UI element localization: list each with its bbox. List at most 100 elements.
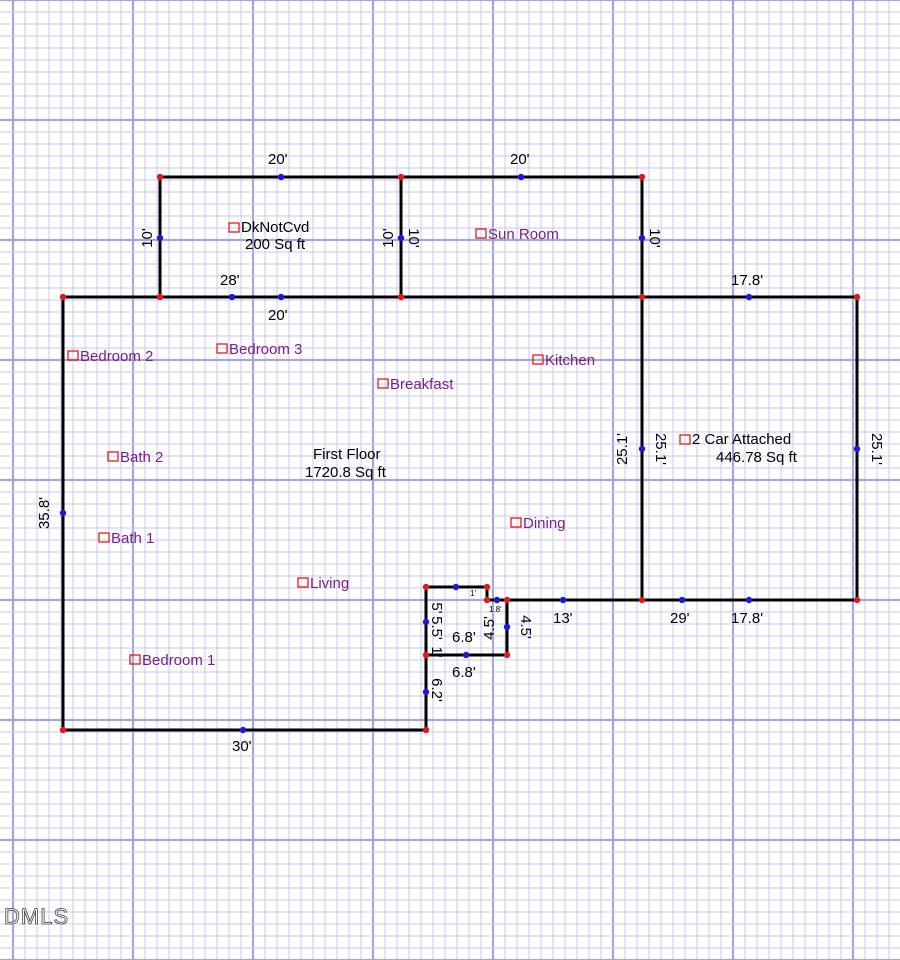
- midpoint-point: [853, 445, 861, 453]
- dim-label: 5.5': [428, 616, 445, 640]
- dim-label: 10': [646, 228, 663, 248]
- first-floor-name: First Floor: [313, 446, 381, 463]
- vertex-point: [483, 596, 491, 604]
- midpoint-point: [678, 596, 686, 604]
- midpoint-point: [277, 293, 285, 301]
- midpoint-point: [156, 234, 164, 242]
- dim-label: 20': [268, 307, 288, 324]
- dim-label: 20': [510, 151, 530, 168]
- dim-label: 5': [428, 602, 445, 613]
- dim-label: 10': [380, 228, 397, 248]
- midpoint-point: [422, 688, 430, 696]
- dim-label: 10': [139, 228, 156, 248]
- room-icon: [510, 517, 522, 528]
- room-label-breakfast: Breakfast: [390, 376, 454, 393]
- room-label-living: Living: [310, 575, 349, 592]
- room-icon: [377, 378, 389, 389]
- room-icon: [297, 577, 309, 588]
- dimension-labels: 20' 20' 28' 20' 17.8' 30' 13' 29' 17.8' …: [36, 151, 885, 755]
- room-labels: Sun Room Bedroom 2 Bedroom 3 Kitchen Bre…: [67, 226, 595, 669]
- room-icon: [475, 228, 487, 239]
- room-icon: [98, 532, 110, 543]
- room-label-bath-1: Bath 1: [111, 530, 154, 547]
- dim-label: 25.1': [868, 433, 885, 465]
- midpoint-point: [59, 509, 67, 517]
- vertex-points: [59, 173, 861, 734]
- vertex-point: [503, 596, 511, 604]
- vertex-point: [59, 726, 67, 734]
- midpoint-point: [397, 234, 405, 242]
- dim-label: 6.2': [428, 678, 445, 702]
- dim-label: 6.8': [452, 664, 476, 681]
- deck-name: DkNotCvd: [241, 219, 309, 236]
- vertex-point: [638, 596, 646, 604]
- room-icon: [679, 434, 691, 445]
- dim-label: 17.8': [731, 610, 763, 627]
- dim-label: 25.1': [652, 433, 669, 465]
- dim-label: 30': [232, 738, 252, 755]
- dim-label: 1.8': [489, 605, 502, 614]
- vertex-point: [422, 651, 430, 659]
- dim-label: 35.8': [36, 497, 53, 529]
- room-label-bedroom-1: Bedroom 1: [142, 652, 215, 669]
- watermark: DMLS: [4, 904, 69, 929]
- vertex-point: [422, 726, 430, 734]
- room-label-kitchen: Kitchen: [545, 352, 595, 369]
- midpoint-point: [228, 293, 236, 301]
- midpoint-point: [277, 173, 285, 181]
- dim-label: 13': [553, 610, 573, 627]
- dim-label: 1': [428, 646, 445, 657]
- vertex-point: [483, 583, 491, 591]
- dim-label: 20': [268, 151, 288, 168]
- midpoint-point: [462, 651, 470, 659]
- midpoint-point: [517, 173, 525, 181]
- midpoint-point: [745, 293, 753, 301]
- dim-label: 6.8': [452, 629, 476, 646]
- vertex-point: [422, 583, 430, 591]
- midpoint-point: [503, 623, 511, 631]
- room-icon: [228, 222, 240, 233]
- dim-label: 17.8': [731, 272, 763, 289]
- dim-label: 25.1': [614, 433, 631, 465]
- dim-label: 29': [670, 610, 690, 627]
- room-icon: [107, 451, 119, 462]
- midpoint-point: [638, 445, 646, 453]
- dim-label: 10': [405, 228, 422, 248]
- vertex-point: [853, 596, 861, 604]
- midpoint-point: [493, 596, 501, 604]
- vertex-point: [638, 173, 646, 181]
- vertex-point: [638, 293, 646, 301]
- vertex-point: [156, 173, 164, 181]
- room-label-bedroom-2: Bedroom 2: [80, 348, 153, 365]
- room-label-dining: Dining: [523, 515, 566, 532]
- vertex-point: [853, 293, 861, 301]
- midpoint-point: [422, 618, 430, 626]
- room-icon: [216, 343, 228, 354]
- room-label-sun-room: Sun Room: [488, 226, 559, 243]
- room-icon: [67, 350, 79, 361]
- vertex-point: [59, 293, 67, 301]
- room-icon: [532, 354, 544, 365]
- room-label-bedroom-3: Bedroom 3: [229, 341, 302, 358]
- dim-label: 1': [470, 589, 476, 598]
- room-icon: [129, 654, 141, 665]
- dim-label: 28': [220, 272, 240, 289]
- midpoint-point: [559, 596, 567, 604]
- midpoint-point: [452, 583, 460, 591]
- dim-label: 4.5': [481, 616, 498, 640]
- vertex-point: [397, 293, 405, 301]
- first-floor-size: 1720.8 Sq ft: [305, 464, 387, 481]
- garage-size: 446.78 Sq ft: [716, 449, 798, 466]
- area-labels: DkNotCvd 200 Sq ft First Floor 1720.8 Sq…: [228, 219, 798, 481]
- vertex-point: [397, 173, 405, 181]
- vertex-point: [156, 293, 164, 301]
- garage-name: 2 Car Attached: [692, 431, 791, 448]
- room-label-bath-2: Bath 2: [120, 449, 163, 466]
- midpoint-point: [239, 726, 247, 734]
- midpoint-point: [638, 234, 646, 242]
- dim-label: 4.5': [517, 615, 534, 639]
- midpoint-point: [745, 596, 753, 604]
- deck-size: 200 Sq ft: [245, 236, 306, 253]
